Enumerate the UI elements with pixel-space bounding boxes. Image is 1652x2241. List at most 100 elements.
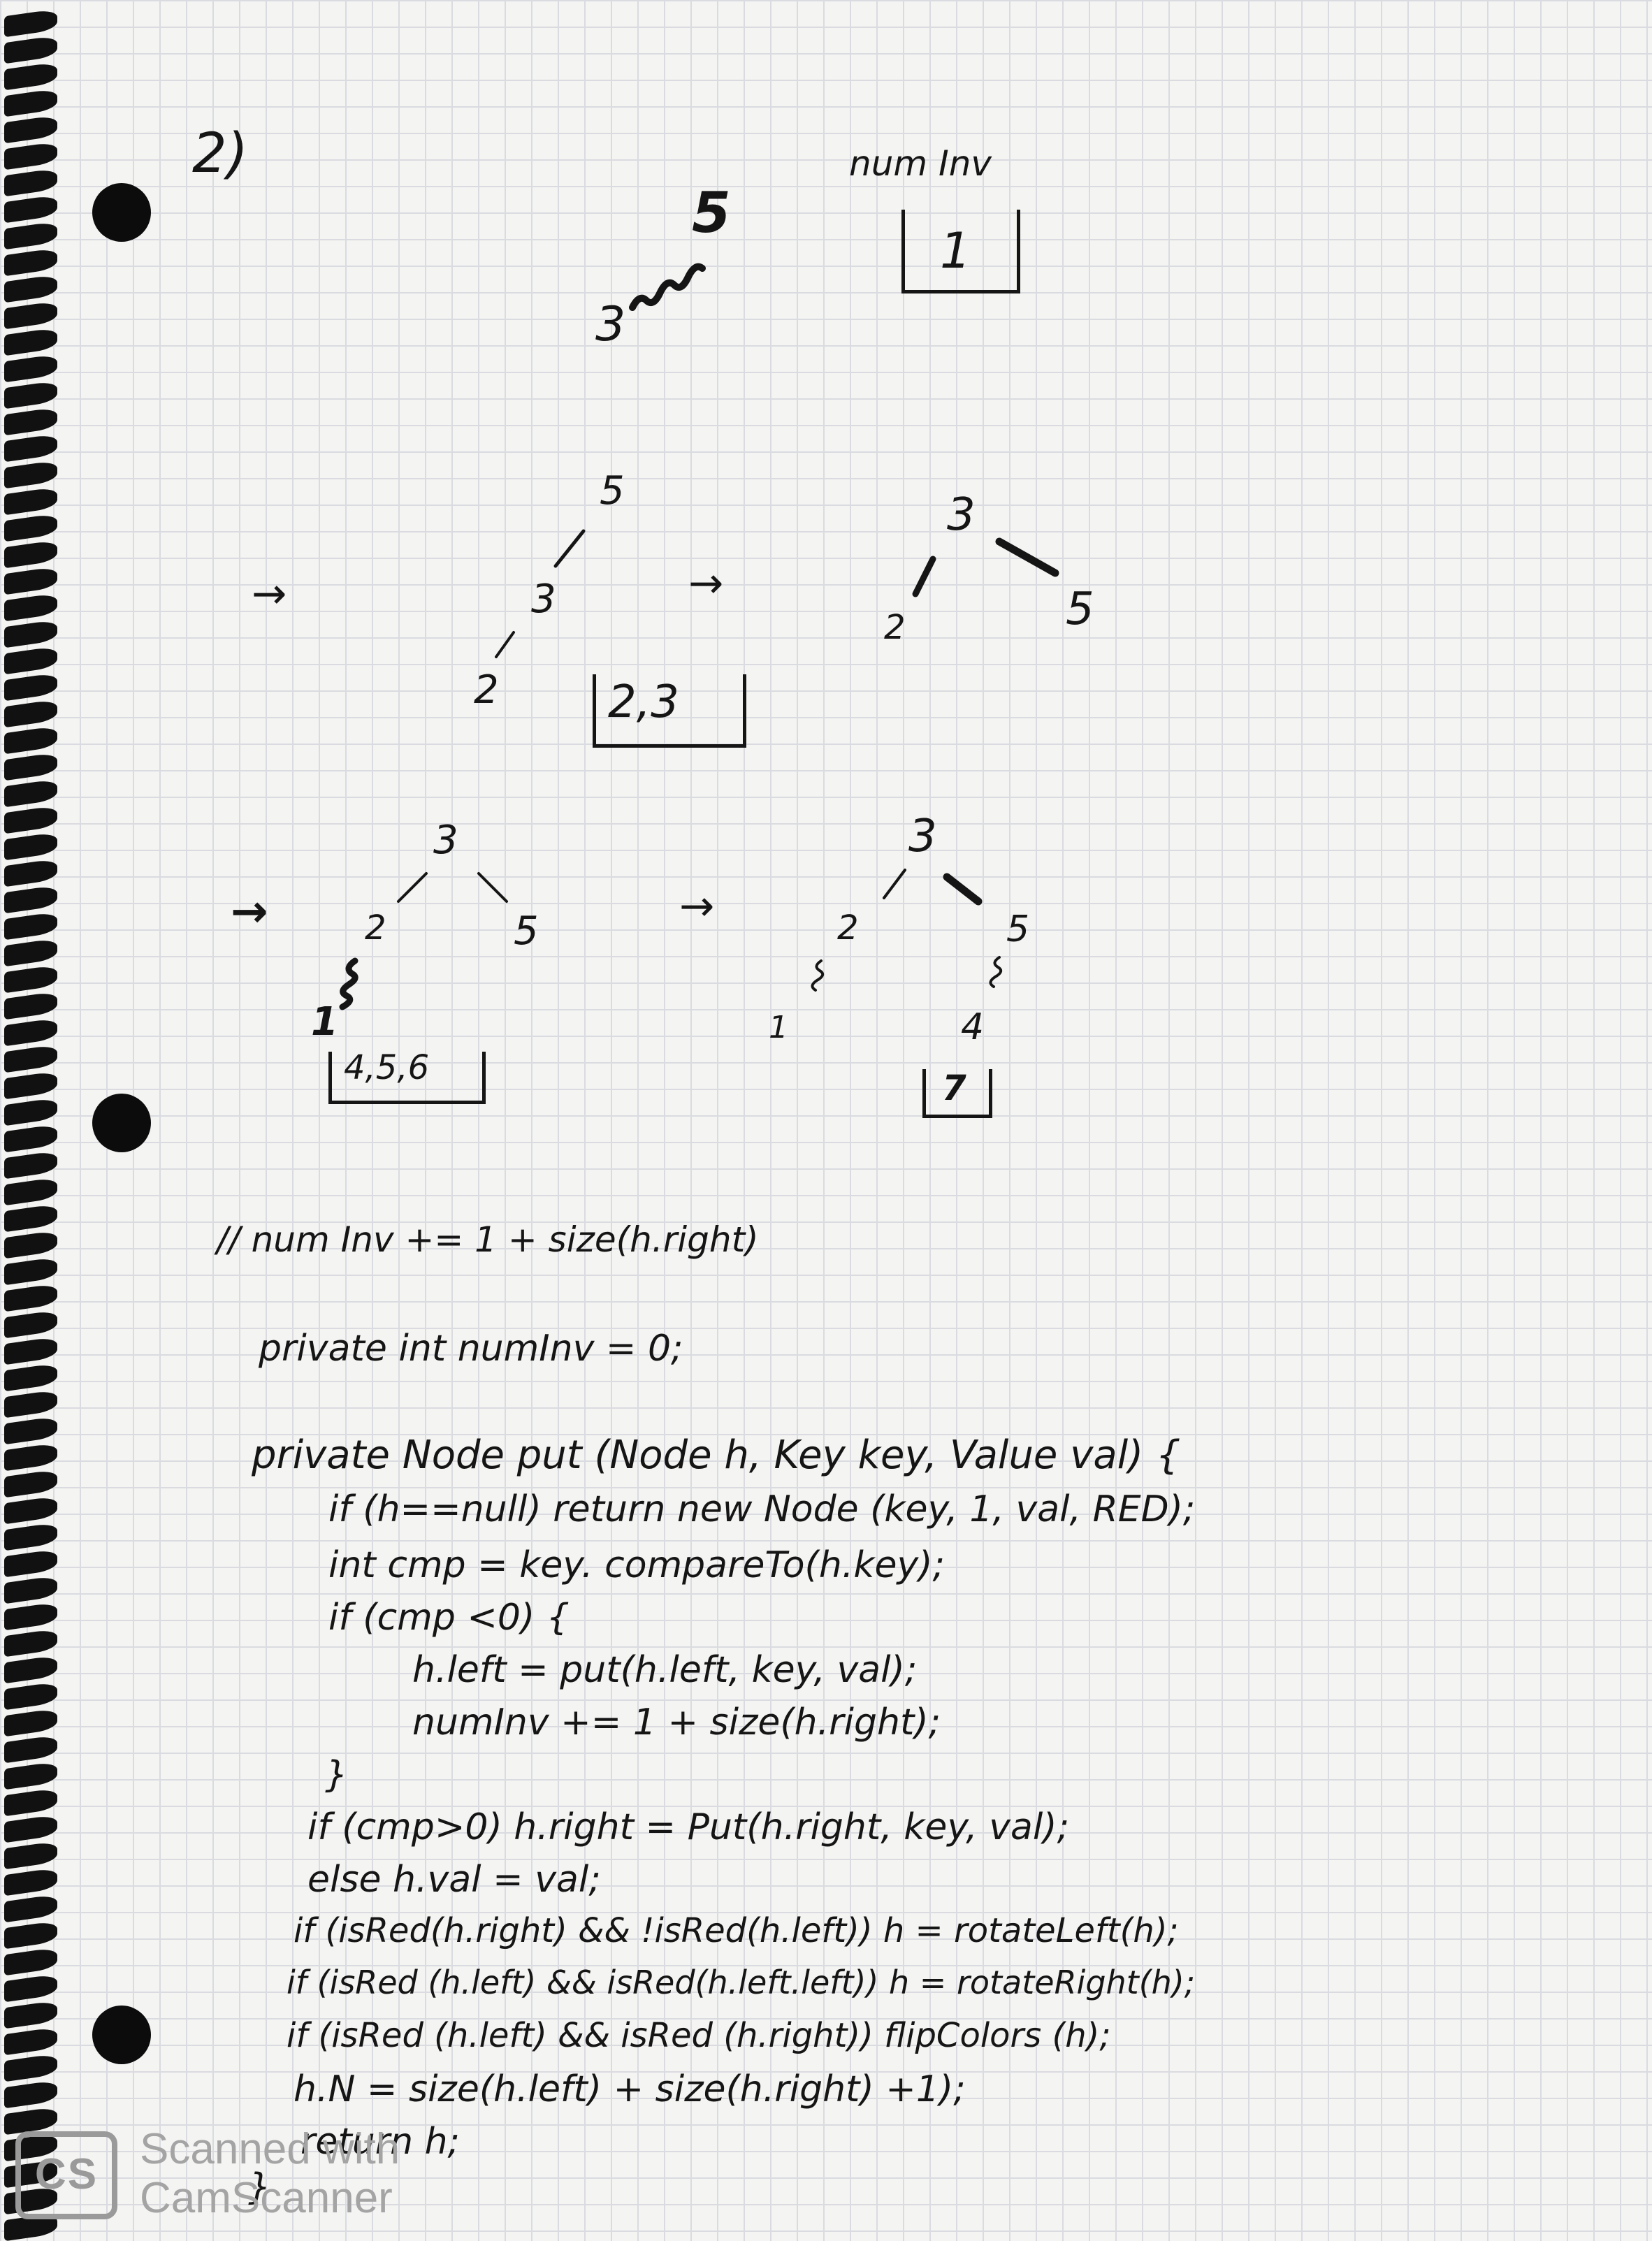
tree-edges — [339, 263, 1059, 1010]
tree-a-mid: 3 — [531, 576, 556, 622]
step1-node-bottom: 3 — [595, 297, 626, 352]
tree-c-left: 2 — [365, 908, 386, 948]
box-4-5-6 — [328, 1052, 486, 1104]
code-line-12: if (isRed(h.right) && !isRed(h.left)) h … — [294, 1911, 1179, 1950]
code-line-10: if (cmp>0) h.right = Put(h.right, key, v… — [307, 1806, 1070, 1848]
section-label: 2) — [192, 122, 249, 185]
binding-coil — [4, 1363, 57, 1392]
numinv-box — [901, 210, 1020, 293]
tree-a-root: 5 — [600, 468, 625, 514]
punch-hole-middle — [92, 1094, 151, 1152]
binding-coil — [4, 1787, 57, 1817]
binding-coil — [4, 2000, 57, 2029]
binding-coil — [4, 2026, 57, 2056]
binding-coil — [4, 1708, 57, 1737]
tree-b-root: 3 — [947, 489, 976, 541]
numinv-label: num Inv — [849, 143, 992, 184]
binding-coil — [4, 2053, 57, 2082]
camscanner-logo: CS — [15, 2131, 117, 2219]
code-line-13: if (isRed (h.left) && isRed(h.left.left)… — [287, 1964, 1196, 2001]
code-line-16: return h; — [300, 2121, 461, 2163]
binding-coil — [4, 1973, 57, 2003]
code-line-11: else h.val = val; — [307, 1859, 601, 1901]
tree-b-left: 2 — [884, 608, 906, 647]
box-4-5-6-text: 4,5,6 — [344, 1048, 430, 1087]
binding-coil — [4, 1841, 57, 1870]
tree-b-edge-left — [912, 556, 936, 597]
arrow-to-tree-d: → — [679, 882, 715, 931]
binding-coil — [4, 1522, 57, 1551]
tree-a-leaf: 2 — [474, 667, 499, 713]
tree-d-left: 2 — [837, 908, 859, 948]
binding-coil — [4, 1389, 57, 1419]
box-2-3-text: 2,3 — [608, 676, 679, 728]
binding-coil — [4, 1575, 57, 1604]
binding-coil — [4, 1256, 57, 1286]
binding-coil — [4, 1310, 57, 1339]
step1-red-link — [629, 263, 706, 311]
binding-coil — [4, 1549, 57, 1578]
box-7 — [922, 1069, 992, 1118]
code-line-17: } — [248, 2166, 272, 2208]
binding-coil — [4, 1283, 57, 1312]
binding-coil — [4, 1469, 57, 1498]
tree-a-edge-2 — [495, 631, 515, 658]
step1-node-top: 5 — [692, 180, 731, 245]
code-line-7: h.left = put(h.left, key, val); — [412, 1649, 918, 1691]
tree-c-right: 5 — [514, 908, 539, 954]
binding-coil — [4, 1947, 57, 1976]
punch-hole-bottom — [92, 2006, 151, 2064]
code-line-1: // num Inv += 1 + size(h.right) — [217, 1219, 759, 1260]
binding-coil — [4, 1894, 57, 1923]
tree-d-edge-left — [883, 869, 906, 899]
code-line-9: } — [325, 1754, 349, 1796]
binding-coil — [4, 1203, 57, 1233]
binding-coil — [4, 1814, 57, 1843]
code-line-14: if (isRed (h.left) && isRed (h.right)) f… — [287, 2016, 1111, 2055]
code-line-6: if (cmp <0) { — [328, 1597, 570, 1639]
binding-coil — [4, 1920, 57, 1950]
box-2-3 — [593, 674, 746, 748]
tree-c-red-link — [339, 957, 358, 1010]
binding-coil — [4, 1416, 57, 1445]
tree-d-edge-right — [943, 873, 983, 906]
tree-c-leaf: 1 — [311, 999, 338, 1045]
binding-coil — [4, 1602, 57, 1631]
tree-d-root: 3 — [908, 811, 937, 862]
code-line-4: if (h==null) return new Node (key, 1, va… — [328, 1488, 1196, 1530]
tree-c-root: 3 — [433, 818, 458, 863]
watermark-line-1: Scanned with — [140, 2125, 400, 2173]
tree-a-edge-1 — [553, 529, 586, 568]
tree-c-edge-right — [477, 872, 508, 903]
binding-coil — [4, 2080, 57, 2109]
punch-hole-top — [92, 183, 151, 242]
tree-d-leaf-left: 1 — [769, 1010, 788, 1045]
arrow-to-tree-c: → — [231, 886, 268, 938]
code-line-3: private Node put (Node h, Key key, Value… — [252, 1433, 1181, 1478]
binding-coil — [4, 1655, 57, 1684]
tree-d-squiggle-left — [811, 959, 825, 992]
watermark-line-2: CamScanner — [140, 2174, 393, 2222]
arrow-to-tree-a: → — [252, 570, 287, 618]
code-line-2: private int numInv = 0; — [259, 1328, 683, 1370]
tree-b-right: 5 — [1066, 583, 1094, 635]
arrow-to-tree-b: → — [688, 559, 724, 608]
code-line-5: int cmp = key. compareTo(h.key); — [328, 1544, 945, 1586]
binding-coil — [4, 1628, 57, 1658]
binding-coil — [4, 1495, 57, 1525]
binding-coil — [4, 1734, 57, 1764]
tree-d-leaf-right: 4 — [961, 1006, 985, 1048]
code-line-8: numInv += 1 + size(h.right); — [412, 1702, 941, 1743]
tree-c-edge-left — [397, 872, 428, 903]
tree-b-edge-right — [995, 537, 1059, 577]
binding-coil — [4, 1867, 57, 1896]
tree-d-squiggle-right — [989, 956, 1003, 988]
box-7-text: 7 — [942, 1068, 966, 1108]
binding-coil — [4, 1336, 57, 1365]
code-line-15: h.N = size(h.left) + size(h.right) +1); — [294, 2068, 966, 2110]
binding-coil — [4, 1442, 57, 1472]
binding-coil — [4, 1761, 57, 1790]
numinv-value: 1 — [940, 222, 971, 280]
tree-d-right: 5 — [1006, 908, 1030, 950]
binding-coil — [4, 1681, 57, 1711]
